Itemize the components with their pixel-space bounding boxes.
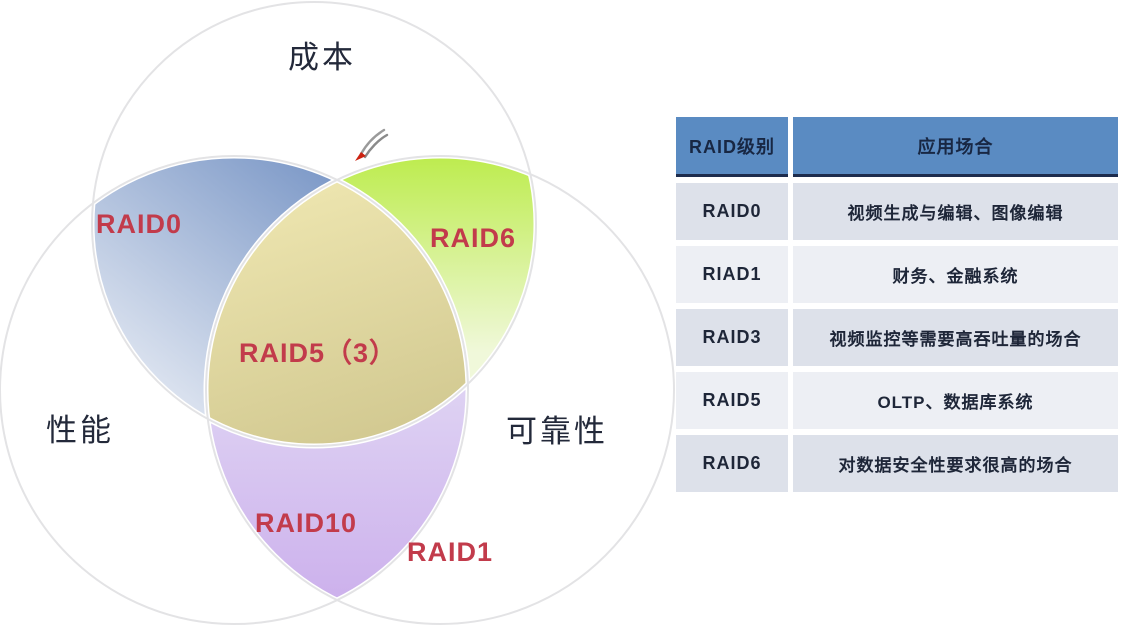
table-row-raid6: RAID6 对数据安全性要求很高的场合	[676, 435, 1118, 492]
table-row-raid3: RAID3 视频监控等需要高吞吐量的场合	[676, 309, 1118, 366]
cell-raid-level: RIAD1	[676, 246, 788, 303]
pen-cursor-icon	[355, 128, 389, 161]
cell-application: 视频生成与编辑、图像编辑	[793, 183, 1118, 240]
cell-application: 财务、金融系统	[793, 246, 1118, 303]
cell-raid-level: RAID0	[676, 183, 788, 240]
table-header-application: 应用场合	[793, 117, 1118, 177]
cell-application: 视频监控等需要高吞吐量的场合	[793, 309, 1118, 366]
venn-diagram: 成本 性能 可靠性 RAID0 RAID6 RAID5（3） RAID10 RA…	[0, 0, 676, 627]
circle-label-reliability: 可靠性	[506, 414, 608, 449]
cell-raid-level: RAID3	[676, 309, 788, 366]
raid-application-table: RAID级别 应用场合 RAID0 视频生成与编辑、图像编辑 RIAD1 财务、…	[676, 117, 1118, 492]
table-row-raid5: RAID5 OLTP、数据库系统	[676, 372, 1118, 429]
cell-raid-level: RAID5	[676, 372, 788, 429]
cell-application: OLTP、数据库系统	[793, 372, 1118, 429]
region-raid5-center	[206, 156, 468, 446]
region-label-raid6: RAID6	[430, 223, 516, 253]
table-row-riad1: RIAD1 财务、金融系统	[676, 246, 1118, 303]
region-label-raid0: RAID0	[96, 209, 182, 239]
region-label-raid5: RAID5（3）	[239, 338, 397, 368]
table-header-row: RAID级别 应用场合	[676, 117, 1118, 177]
circle-label-performance: 性能	[46, 413, 114, 448]
region-label-raid10: RAID10	[255, 508, 357, 538]
region-label-raid1: RAID1	[407, 537, 493, 567]
table-row-raid0: RAID0 视频生成与编辑、图像编辑	[676, 183, 1118, 240]
cell-application: 对数据安全性要求很高的场合	[793, 435, 1118, 492]
table-header-raid-level: RAID级别	[676, 117, 788, 177]
cell-raid-level: RAID6	[676, 435, 788, 492]
circle-outlines	[0, 0, 676, 627]
circle-label-cost: 成本	[288, 40, 356, 75]
